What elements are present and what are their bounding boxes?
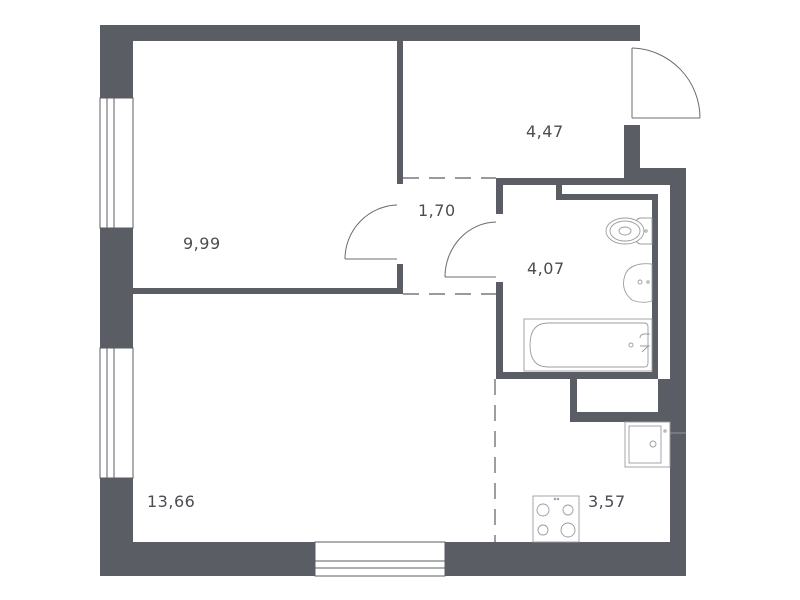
living-window-left bbox=[99, 347, 134, 479]
bath-wall-bottom bbox=[496, 372, 658, 379]
shaft-bottom bbox=[570, 412, 670, 422]
area-label-bedroom: 9,99 bbox=[183, 234, 221, 253]
wall-top bbox=[100, 25, 640, 41]
shaft-right bbox=[658, 379, 670, 422]
area-label-living-room: 13,66 bbox=[147, 492, 196, 511]
bedroom-door[interactable] bbox=[344, 204, 398, 260]
bedroom-window bbox=[99, 97, 134, 229]
living-window-bottom bbox=[314, 541, 446, 577]
area-label-kitchen: 3,57 bbox=[588, 492, 626, 511]
area-label-bathroom: 4,07 bbox=[527, 259, 565, 278]
washbasin bbox=[623, 263, 653, 303]
cooktop bbox=[532, 495, 580, 543]
wall-bottom-left bbox=[100, 542, 315, 576]
bath-wall-top bbox=[496, 178, 670, 185]
partition-bedroom-hall bbox=[397, 41, 403, 184]
wall-bottom-right bbox=[445, 542, 685, 576]
shaft-left bbox=[570, 379, 577, 422]
area-label-hallway: 4,47 bbox=[526, 122, 564, 141]
area-label-corridor: 1,70 bbox=[418, 201, 456, 220]
bath-inner-top bbox=[556, 194, 658, 200]
bath-inner-top-step bbox=[556, 178, 562, 200]
wall-right bbox=[670, 168, 686, 576]
bath-wall-left-top bbox=[496, 178, 503, 214]
bathroom-door[interactable] bbox=[444, 221, 497, 278]
partition-bedroom-hall-lower bbox=[397, 264, 403, 294]
bath-wall-right bbox=[652, 194, 658, 379]
entrance-door[interactable] bbox=[631, 47, 701, 119]
wall-left-1 bbox=[100, 25, 133, 98]
wall-left-2 bbox=[100, 228, 133, 348]
kitchen-sink bbox=[624, 421, 686, 468]
bathtub bbox=[523, 318, 653, 372]
partition-bedroom-living bbox=[133, 288, 403, 294]
toilet bbox=[605, 217, 653, 245]
bath-wall-left-bottom bbox=[496, 282, 503, 378]
